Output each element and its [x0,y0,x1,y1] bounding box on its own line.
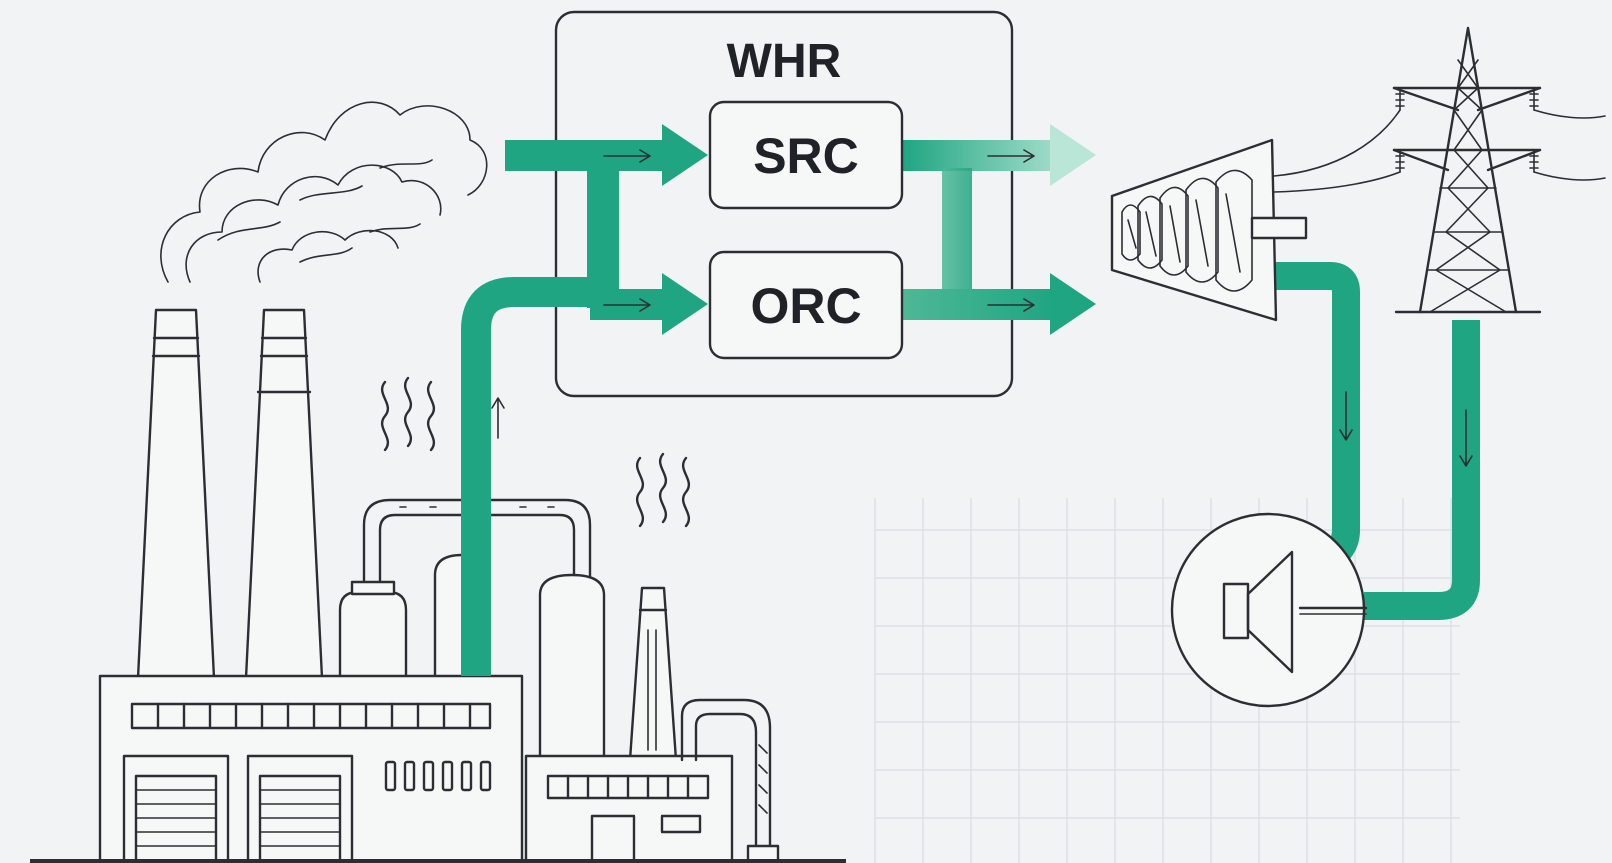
turbine-icon [1110,138,1308,322]
smoke-icon [160,101,488,283]
whr-box [554,10,1014,398]
orc-box [708,250,904,360]
flow-direction-arrows [491,149,1473,467]
src-box [708,100,904,210]
orc-label: ORC [750,278,861,334]
factory-icon [30,308,846,863]
generator-icon [1170,512,1368,708]
heat-wave-icon [380,376,691,528]
src-label: SRC [753,128,859,184]
power-pylon-icon [1273,26,1606,314]
whr-label: WHR [727,35,842,88]
